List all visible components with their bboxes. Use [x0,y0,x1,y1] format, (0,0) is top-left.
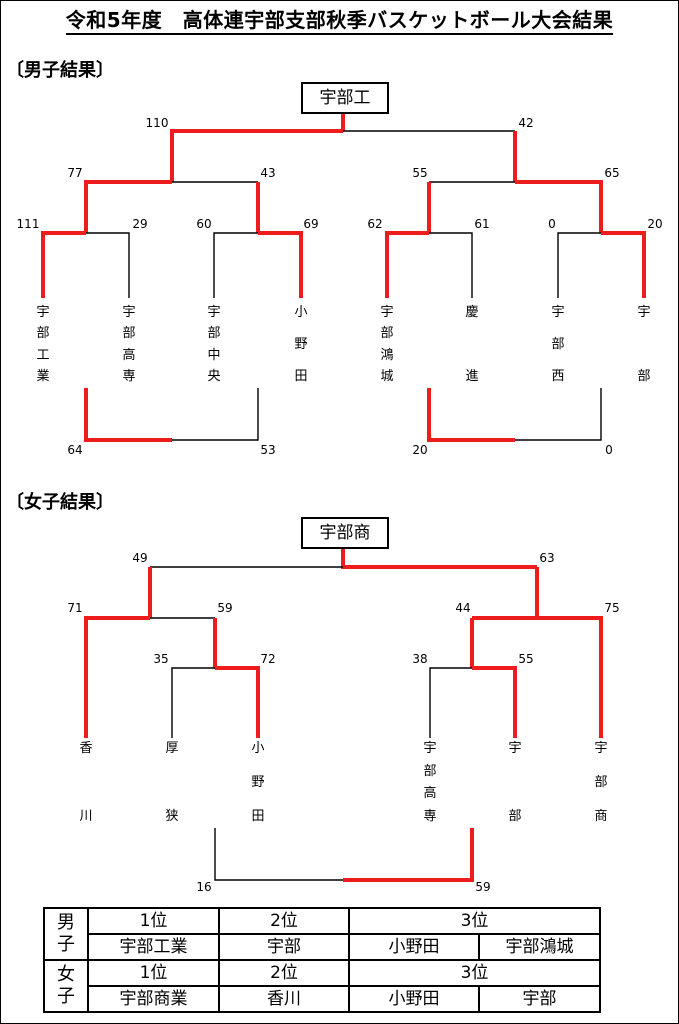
girls-qfB-right-score: 55 [518,652,534,666]
bracket-line-16 [429,232,473,298]
bracket-line-33 [171,667,215,738]
page-title: 令和5年度 高体連宇部支部秋季バスケットボール大会結果 [0,4,679,35]
girls-team-1: 香川 [79,741,93,824]
boys-semi2-left-score: 55 [412,166,428,180]
bracket-line-5 [84,180,172,233]
boys-qf1-right-score: 29 [132,217,148,231]
boys-first: 宇部工業 [87,933,220,961]
results-table: 男子 1位 2位 3位 宇部工業 宇部 小野田 宇部鴻城 女子 1位 2位 3位… [43,907,601,1013]
bracket-line-35 [429,667,472,738]
boys-third-b: 宇部鴻城 [478,933,601,961]
girls-team-5: 宇部 [508,741,522,824]
bracket-line-13 [213,232,258,298]
girls-qfA-right-score: 72 [260,652,276,666]
bracket-line-21 [427,388,515,442]
bracket-line-18 [601,231,646,298]
boys-place2-header: 2位 [218,907,350,935]
boys-second: 宇部 [218,933,350,961]
boys-place3-header: 3位 [348,907,601,935]
boys-label: 男子 [43,907,89,961]
girls-team-3: 小野田 [251,741,265,824]
bracket-line-36 [472,666,517,738]
girls-team-2: 厚狭 [165,741,179,824]
girls-qfB-left-score: 38 [412,652,428,666]
boys-team-6: 慶進 [465,305,479,384]
girls-team-6: 宇部商 [594,741,608,824]
bracket-line-2 [170,129,343,182]
boys-semi1-left-score: 77 [67,166,83,180]
boys-semi1-right-score: 43 [260,166,276,180]
boys-qf4-left-score: 0 [548,217,556,231]
girls-places-row: 女子 1位 2位 3位 [43,959,601,1013]
boys-third2-right-score: 0 [605,443,613,457]
boys-section-heading: 〔男子結果〕 [6,60,114,81]
boys-qf2-right-score: 69 [303,217,319,231]
bracket-line-10 [515,180,603,233]
boys-qf1-left-score: 111 [16,217,40,231]
boys-qf4-right-score: 20 [647,217,663,231]
girls-section-heading: 〔女子結果〕 [6,492,114,513]
bracket-line-27 [84,616,150,738]
boys-final-left-score: 110 [145,116,169,130]
bracket-line-20 [172,388,259,441]
girls-third-left-score: 16 [196,880,212,894]
girls-third-b: 宇部 [478,985,601,1013]
bracket-line-23 [341,547,537,569]
bracket-line-34 [215,666,260,738]
boys-team-3: 宇部中央 [207,305,221,384]
bracket-line-17 [557,232,601,298]
boys-qf2-left-score: 60 [196,217,212,231]
bracket-line-15 [385,231,429,298]
girls-third-right-score: 59 [475,880,491,894]
girls-first: 宇部商業 [87,985,220,1013]
boys-team-8: 宇部 [637,305,651,384]
bracket-line-19 [84,388,172,442]
boys-champion-box: 宇部工 [301,82,389,114]
girls-names-row: 宇部商業 香川 小野田 宇部 [44,985,601,1013]
boys-place1-header: 1位 [87,907,220,935]
boys-third2-left-score: 20 [412,443,428,457]
boys-names-row: 宇部工業 宇部 小野田 宇部鴻城 [44,933,601,961]
boys-team-7: 宇部西 [551,305,565,384]
bracket-line-22 [515,388,602,441]
girls-champion-box: 宇部商 [301,517,389,549]
girls-final-left-score: 49 [132,551,148,565]
boys-third1-left-score: 64 [67,443,83,457]
girls-label: 女子 [43,959,89,1013]
boys-team-1: 宇部工業 [36,305,50,384]
girls-qfA-left-score: 35 [153,652,169,666]
girls-semiA-left-score: 71 [67,601,83,615]
boys-qf3-left-score: 62 [367,217,383,231]
boys-final-right-score: 42 [518,116,534,130]
boys-semi2-right-score: 65 [604,166,620,180]
girls-semiB-left-score: 44 [455,601,471,615]
girls-semiB-right-score: 75 [604,601,620,615]
girls-semiA-right-score: 59 [217,601,233,615]
boys-qf3-right-score: 61 [474,217,490,231]
bracket-line-14 [258,231,303,298]
boys-third1-right-score: 53 [260,443,276,457]
girls-place3-header: 3位 [348,959,601,987]
boys-team-2: 宇部高専 [122,305,136,384]
girls-third-a: 小野田 [348,985,480,1013]
boys-team-5: 宇部鴻城 [380,305,394,384]
girls-team-4: 宇部高専 [423,741,437,824]
bracket-line-32 [537,616,603,738]
girls-place2-header: 2位 [218,959,350,987]
bracket-line-38 [343,828,474,882]
bracket-line-37 [214,828,343,881]
boys-team-4: 小野田 [294,305,308,384]
girls-second: 香川 [218,985,350,1013]
boys-places-row: 男子 1位 2位 3位 [43,907,601,961]
girls-place1-header: 1位 [87,959,220,987]
boys-third-a: 小野田 [348,933,480,961]
bracket-line-11 [41,231,86,298]
girls-final-right-score: 63 [539,551,555,565]
bracket-line-12 [86,232,130,298]
